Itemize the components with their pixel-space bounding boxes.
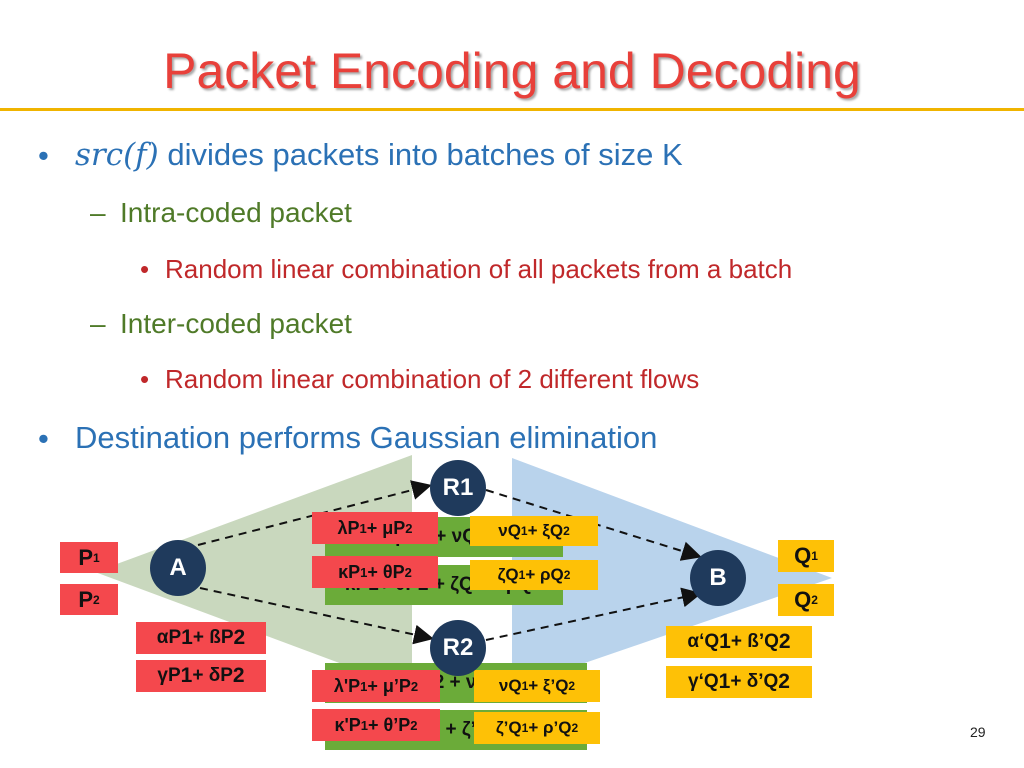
node-b: B (690, 550, 746, 606)
flow-q-fan (512, 458, 832, 688)
bullet-marker-small: • (140, 364, 150, 394)
page-number: 29 (970, 724, 986, 740)
arrow-r1-b (485, 489, 702, 561)
node-r2: R2 (430, 620, 486, 676)
slide-title: Packet Encoding and Decoding (163, 43, 861, 99)
dash-marker: – (90, 308, 106, 339)
bullet-1a-i: Random linear combination of all packets… (165, 254, 793, 284)
bullet-marker-small: • (140, 254, 150, 284)
src-f-math: src(f) (75, 137, 159, 173)
bullet-1: src(f) divides packets into batches of s… (75, 137, 683, 173)
bullet-1b: Inter-coded packet (120, 308, 352, 339)
node-a: A (150, 540, 206, 596)
bullet-marker: • (38, 138, 49, 173)
bullet-1a: Intra-coded packet (120, 197, 352, 228)
bullet-2: Destination performs Gaussian eliminatio… (75, 420, 658, 455)
title-underline (0, 108, 1024, 111)
dash-marker: – (90, 197, 106, 228)
bullet-1-text: divides packets into batches of size K (167, 137, 683, 172)
bullet-marker: • (38, 421, 49, 456)
bullet-1b-i: Random linear combination of 2 different… (165, 364, 700, 394)
arrow-a-r2 (199, 587, 434, 645)
node-r1: R1 (430, 460, 486, 516)
